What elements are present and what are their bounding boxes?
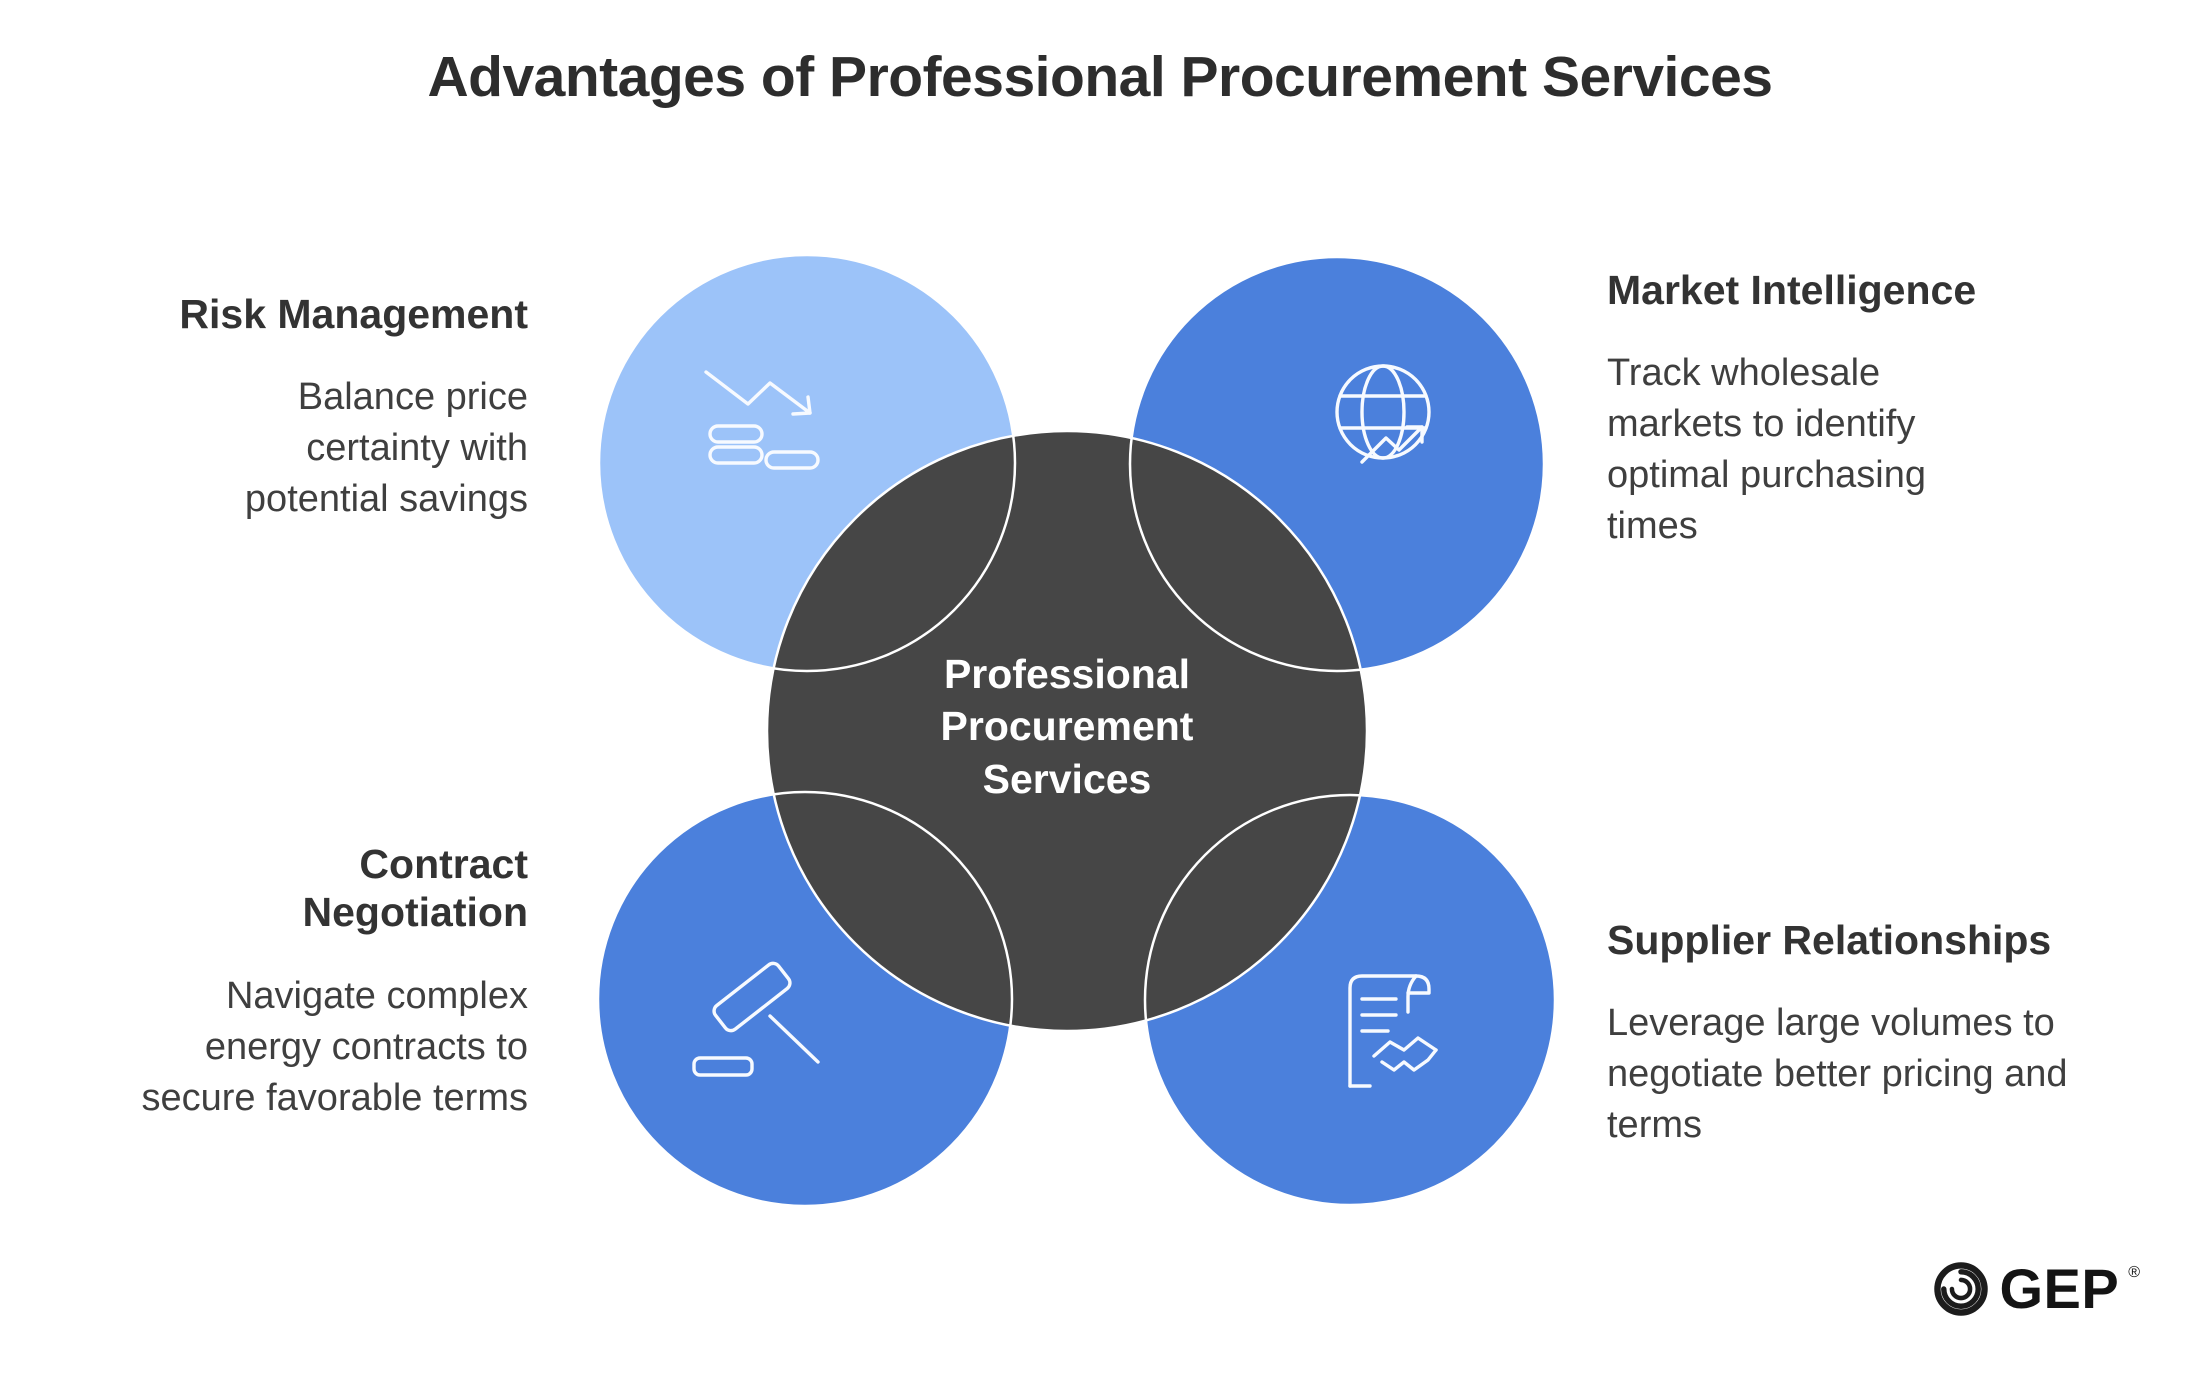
contract-handshake-icon xyxy=(1348,974,1438,1088)
registered-trademark-mark: ® xyxy=(2128,1264,2140,1281)
quadrant-heading: Market Intelligence xyxy=(1607,267,1977,313)
quadrant-body: Balance price certainty with potential s… xyxy=(244,376,528,521)
quadrant-heading: Contract Negotiation xyxy=(302,841,528,936)
gep-logo-text: GEP xyxy=(1999,1257,2120,1320)
gep-swirl-icon xyxy=(1934,1262,1989,1316)
gep-logo: GEP ® xyxy=(1932,1260,2140,1318)
globe-trend-icon xyxy=(1335,364,1431,464)
center-circle xyxy=(765,429,1369,1033)
quadrant-body: Track wholesale markets to identify opti… xyxy=(1607,352,1926,548)
quadrant-supplier-relationships: Supplier Relationships Leverage large vo… xyxy=(1607,916,2177,1151)
quadrant-market-intelligence: Market Intelligence Track wholesale mark… xyxy=(1607,266,2087,552)
center-label: Professional Procurement Services xyxy=(940,651,1194,802)
gavel-icon xyxy=(692,961,820,1077)
quadrant-heading: Risk Management xyxy=(179,291,528,337)
supplier-circle-outline xyxy=(1143,793,1557,1207)
venn-circles xyxy=(596,253,1557,1208)
market-circle-outline xyxy=(1128,255,1546,673)
quadrant-contract-negotiation: Contract Negotiation Navigate complex en… xyxy=(58,840,529,1123)
page-title: Advantages of Professional Procurement S… xyxy=(427,45,1773,109)
quadrant-body: Leverage large volumes to negotiate bett… xyxy=(1607,1002,2068,1147)
quadrant-body: Navigate complex energy contracts to sec… xyxy=(141,974,529,1119)
risk-circle-outline xyxy=(597,253,1017,673)
contract-circle-outline xyxy=(596,790,1014,1208)
quadrant-heading: Supplier Relationships xyxy=(1607,917,2052,963)
quadrant-risk-management: Risk Management Balance price certainty … xyxy=(58,290,528,525)
declining-coins-icon xyxy=(704,370,820,470)
